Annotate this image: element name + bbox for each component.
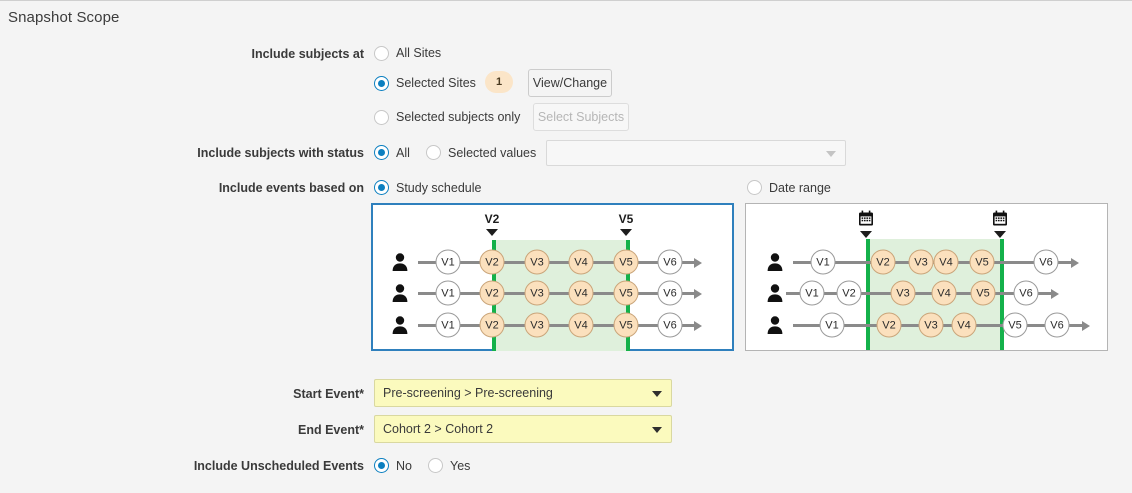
label-include-events-based-on: Include events based on — [218, 181, 364, 195]
visit-node[interactable]: V3 — [524, 249, 550, 275]
study-schedule-row3-track — [418, 324, 694, 327]
radio-study-schedule[interactable] — [374, 180, 389, 195]
person-icon — [767, 253, 783, 271]
visit-node[interactable]: V4 — [568, 249, 594, 275]
visit-node[interactable]: V3 — [908, 249, 934, 275]
start-event-value: Pre-screening > Pre-screening — [383, 386, 553, 400]
study-schedule-start-marker-label: V2 — [484, 212, 500, 226]
radio-status-selected-values[interactable] — [426, 145, 441, 160]
date-range-row2-arrow — [1051, 289, 1059, 299]
study-schedule-row1-arrow — [694, 258, 702, 268]
study-schedule-end-marker-label: V5 — [618, 212, 634, 226]
label-start-event: Start Event* — [293, 387, 364, 401]
study-schedule-row2-track — [418, 292, 694, 295]
visit-node[interactable]: V1 — [819, 312, 845, 338]
visit-node[interactable]: V6 — [1044, 312, 1070, 338]
date-range-start-marker-caret — [860, 231, 872, 238]
visit-node[interactable]: V5 — [613, 280, 639, 306]
person-icon — [767, 316, 783, 334]
visit-node[interactable]: V1 — [435, 249, 461, 275]
visit-node[interactable]: V4 — [931, 280, 957, 306]
visit-node[interactable]: V4 — [933, 249, 959, 275]
visit-node[interactable]: V6 — [657, 249, 683, 275]
visit-node[interactable]: V5 — [970, 280, 996, 306]
person-icon — [392, 253, 408, 271]
study-schedule-row2-arrow — [694, 289, 702, 299]
visit-node[interactable]: V2 — [876, 312, 902, 338]
visit-node[interactable]: V1 — [799, 280, 825, 306]
radio-label-date-range[interactable]: Date range — [769, 181, 831, 195]
visit-node[interactable]: V2 — [836, 280, 862, 306]
visit-node[interactable]: V3 — [918, 312, 944, 338]
radio-selected-sites[interactable] — [374, 76, 389, 91]
radio-status-all[interactable] — [374, 145, 389, 160]
visit-node[interactable]: V5 — [1002, 312, 1028, 338]
calendar-icon — [993, 210, 1007, 226]
radio-selected-subjects-only[interactable] — [374, 110, 389, 125]
visit-node[interactable]: V4 — [951, 312, 977, 338]
visit-node[interactable]: V2 — [870, 249, 896, 275]
radio-label-unscheduled-yes[interactable]: Yes — [450, 459, 471, 473]
visit-node[interactable]: V4 — [568, 280, 594, 306]
chevron-down-icon — [652, 427, 662, 433]
visit-node[interactable]: V5 — [969, 249, 995, 275]
radio-label-selected-subjects-only[interactable]: Selected subjects only — [396, 110, 521, 124]
person-icon — [392, 316, 408, 334]
study-schedule-row1-track — [418, 261, 694, 264]
visit-node[interactable]: V2 — [479, 249, 505, 275]
visit-node[interactable]: V6 — [1013, 280, 1039, 306]
visit-node[interactable]: V4 — [568, 312, 594, 338]
selected-sites-count-badge: 1 — [485, 71, 513, 93]
visit-node[interactable]: V3 — [524, 312, 550, 338]
radio-label-status-all[interactable]: All — [396, 146, 410, 160]
date-range-row2-track — [786, 292, 1051, 295]
chevron-down-icon — [826, 151, 836, 157]
radio-label-all-sites[interactable]: All Sites — [396, 46, 442, 60]
visit-node[interactable]: V1 — [435, 312, 461, 338]
label-end-event: End Event* — [298, 423, 364, 437]
status-values-select[interactable] — [546, 140, 846, 166]
label-include-unscheduled-events: Include Unscheduled Events — [193, 459, 364, 473]
select-subjects-button[interactable]: Select Subjects — [533, 103, 629, 131]
visit-node[interactable]: V5 — [613, 249, 639, 275]
visit-node[interactable]: V2 — [479, 312, 505, 338]
study-schedule-range-band — [492, 240, 628, 351]
label-include-subjects-at: Include subjects at — [251, 47, 364, 61]
date-range-row3-arrow — [1082, 321, 1090, 331]
radio-label-selected-sites[interactable]: Selected Sites — [396, 76, 476, 90]
study-schedule-end-marker-caret — [620, 229, 632, 236]
calendar-icon — [859, 210, 873, 226]
radio-label-unscheduled-no[interactable]: No — [396, 459, 412, 473]
visit-node[interactable]: V3 — [524, 280, 550, 306]
end-event-select[interactable]: Cohort 2 > Cohort 2 — [374, 415, 672, 443]
date-range-end-marker-caret — [994, 231, 1006, 238]
visit-node[interactable]: V3 — [890, 280, 916, 306]
radio-label-status-selected-values[interactable]: Selected values — [448, 146, 537, 160]
chevron-down-icon — [652, 391, 662, 397]
study-schedule-row3-arrow — [694, 321, 702, 331]
radio-unscheduled-yes[interactable] — [428, 458, 443, 473]
visit-node[interactable]: V6 — [657, 312, 683, 338]
radio-label-study-schedule[interactable]: Study schedule — [396, 181, 482, 195]
visit-node[interactable]: V2 — [479, 280, 505, 306]
radio-all-sites[interactable] — [374, 46, 389, 61]
visit-node[interactable]: V6 — [657, 280, 683, 306]
visit-node[interactable]: V6 — [1033, 249, 1059, 275]
page-title: Snapshot Scope — [8, 9, 120, 26]
label-include-subjects-with-status: Include subjects with status — [197, 146, 364, 160]
start-event-select[interactable]: Pre-screening > Pre-screening — [374, 379, 672, 407]
visit-node[interactable]: V5 — [613, 312, 639, 338]
person-icon — [392, 284, 408, 302]
visit-node[interactable]: V1 — [435, 280, 461, 306]
visit-node[interactable]: V1 — [810, 249, 836, 275]
study-schedule-start-marker-caret — [486, 229, 498, 236]
person-icon — [767, 284, 783, 302]
view-change-button[interactable]: View/Change — [528, 69, 612, 97]
end-event-value: Cohort 2 > Cohort 2 — [383, 422, 494, 436]
radio-date-range[interactable] — [747, 180, 762, 195]
radio-unscheduled-no[interactable] — [374, 458, 389, 473]
date-range-row1-arrow — [1071, 258, 1079, 268]
